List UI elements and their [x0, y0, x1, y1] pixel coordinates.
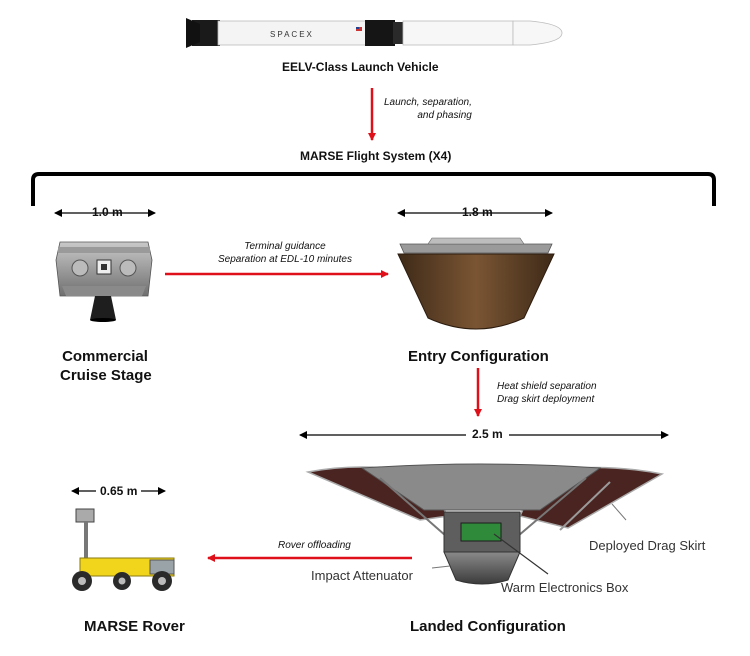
cruise-dimension-label: 1.0 m	[92, 205, 123, 219]
landed-configuration-label: Landed Configuration	[410, 618, 566, 635]
entry-to-landed-line-1: Heat shield separation	[497, 381, 597, 392]
landed-dimension-label: 2.5 m	[466, 427, 509, 441]
rover-label: MARSE Rover	[84, 618, 185, 635]
launch-vehicle-label: EELV-Class Launch Vehicle	[282, 60, 439, 74]
warm-electronics-box-callout: Warm Electronics Box	[501, 580, 629, 595]
landed-configuration-image	[305, 463, 665, 585]
rover-image	[72, 508, 175, 591]
launch-transition-label: Launch, separation, and phasing	[384, 96, 472, 122]
flight-system-bracket	[31, 172, 716, 206]
fairing-logo: SPACEX	[270, 30, 314, 39]
cruise-stage-image	[55, 241, 153, 322]
entry-dimension-label: 1.8 m	[462, 205, 493, 219]
cruise-stage-label: Commercial Cruise Stage	[60, 347, 152, 385]
cruise-to-entry-line-2: Separation at EDL-10 minutes	[218, 254, 352, 265]
entry-configuration-image	[397, 237, 555, 330]
launch-transition-line-1: Launch, separation,	[384, 97, 472, 108]
rover-dimension-label: 0.65 m	[96, 484, 142, 498]
flight-system-label: MARSE Flight System (X4)	[300, 149, 452, 163]
impact-attenuator-callout: Impact Attenuator	[311, 568, 413, 583]
cruise-stage-line-2: Cruise Stage	[60, 367, 152, 384]
cruise-stage-line-1: Commercial	[62, 348, 148, 365]
entry-to-landed-transition-label: Heat shield separation Drag skirt deploy…	[497, 380, 597, 406]
cruise-to-entry-transition-label: Terminal guidance Separation at EDL-10 m…	[218, 240, 352, 266]
cruise-to-entry-line-1: Terminal guidance	[244, 241, 326, 252]
drag-skirt-callout: Deployed Drag Skirt	[589, 538, 706, 553]
entry-configuration-label: Entry Configuration	[408, 348, 549, 365]
launch-vehicle-image: SPACEX	[186, 18, 563, 48]
entry-to-landed-line-2: Drag skirt deployment	[497, 394, 595, 405]
offload-transition-label: Rover offloading	[278, 540, 351, 551]
launch-transition-line-2: and phasing	[417, 110, 472, 121]
